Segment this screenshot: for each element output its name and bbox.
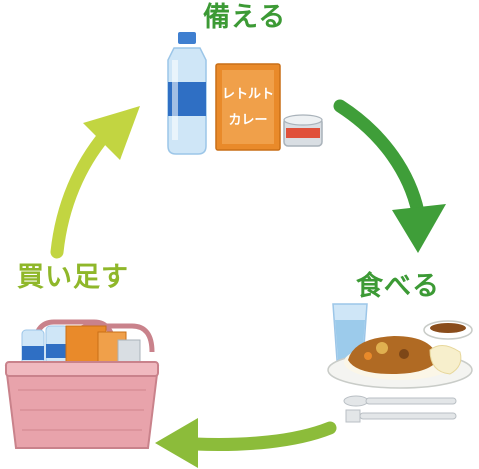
curry-box-text-2: カレー bbox=[228, 113, 267, 128]
curry-plate-icon bbox=[327, 336, 473, 389]
eat-label: 食べる bbox=[356, 271, 440, 302]
replenish-label: 買い足す bbox=[17, 262, 129, 293]
arrow-stock-to-eat bbox=[333, 99, 446, 253]
shopping-basket-icon bbox=[4, 319, 160, 449]
sauce-cup-icon bbox=[423, 320, 473, 340]
stock-label: 備える bbox=[203, 2, 287, 33]
curry-box-icon: レトルト カレー bbox=[215, 63, 281, 151]
curry-box-text-1: レトルト bbox=[222, 87, 274, 102]
arrow-eat-to-replenish bbox=[155, 418, 337, 468]
water-bottle-icon bbox=[167, 32, 207, 155]
arrow-replenish-to-stock bbox=[50, 106, 140, 259]
cutlery-icon bbox=[343, 395, 457, 423]
canned-food-icon bbox=[283, 114, 323, 147]
